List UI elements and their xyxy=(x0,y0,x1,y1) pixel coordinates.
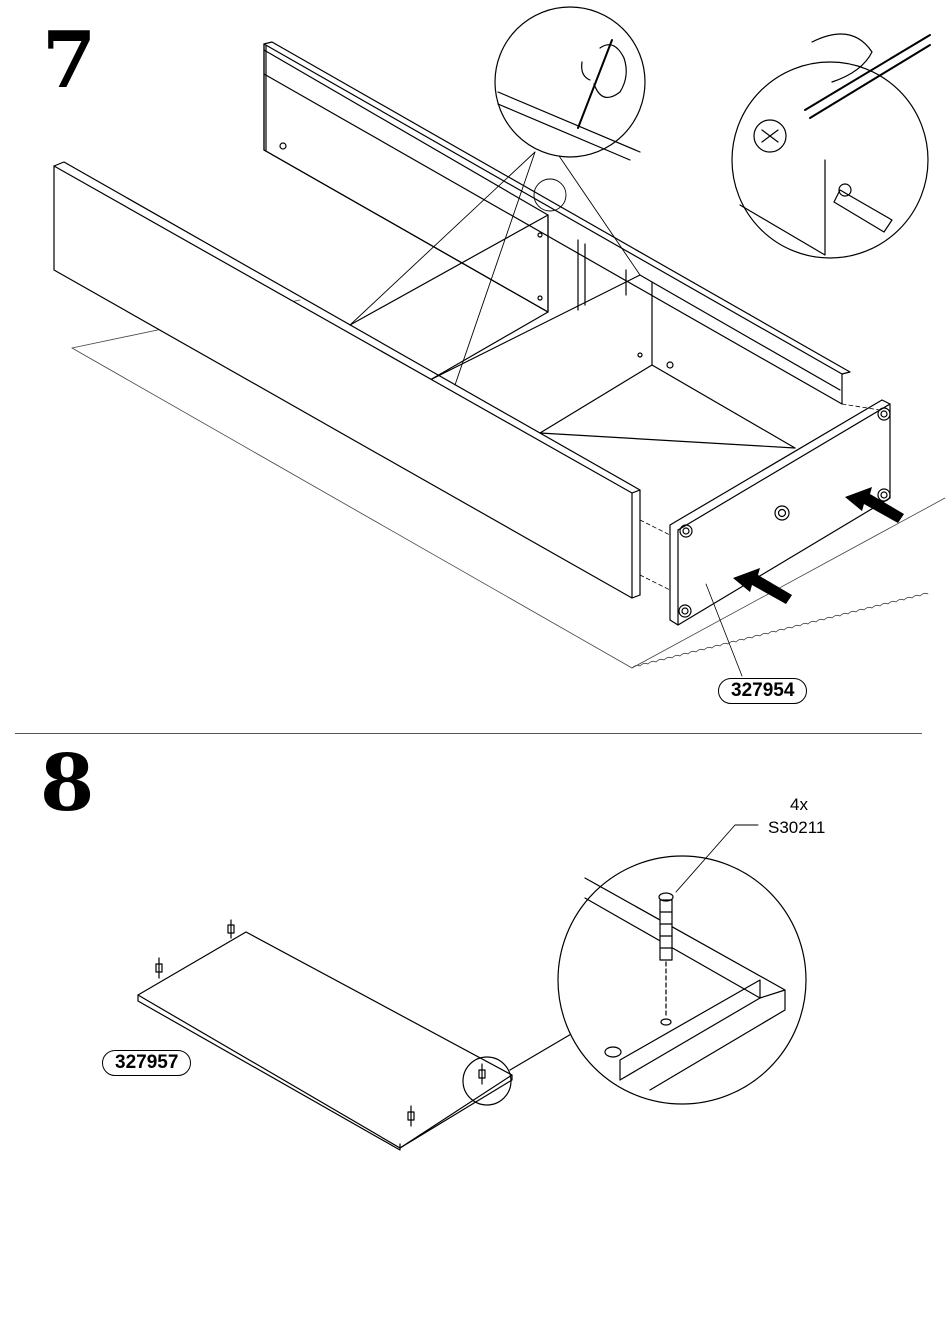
phillips-screwdriver-detail xyxy=(732,34,930,258)
hardware-quantity: 4x xyxy=(790,795,808,815)
part-code-badge-327954: 327954 xyxy=(718,678,807,704)
front-panel xyxy=(670,400,890,676)
hardware-code: S30211 xyxy=(768,818,825,838)
step-divider xyxy=(15,733,922,734)
part-code-badge-327957: 327957 xyxy=(102,1050,191,1076)
hand-with-pencil-detail xyxy=(495,7,645,160)
step-8-number: 8 xyxy=(40,745,94,823)
panel-with-dowels-illustration xyxy=(138,920,578,1150)
cam-dowel-insertion-detail xyxy=(558,825,806,1104)
